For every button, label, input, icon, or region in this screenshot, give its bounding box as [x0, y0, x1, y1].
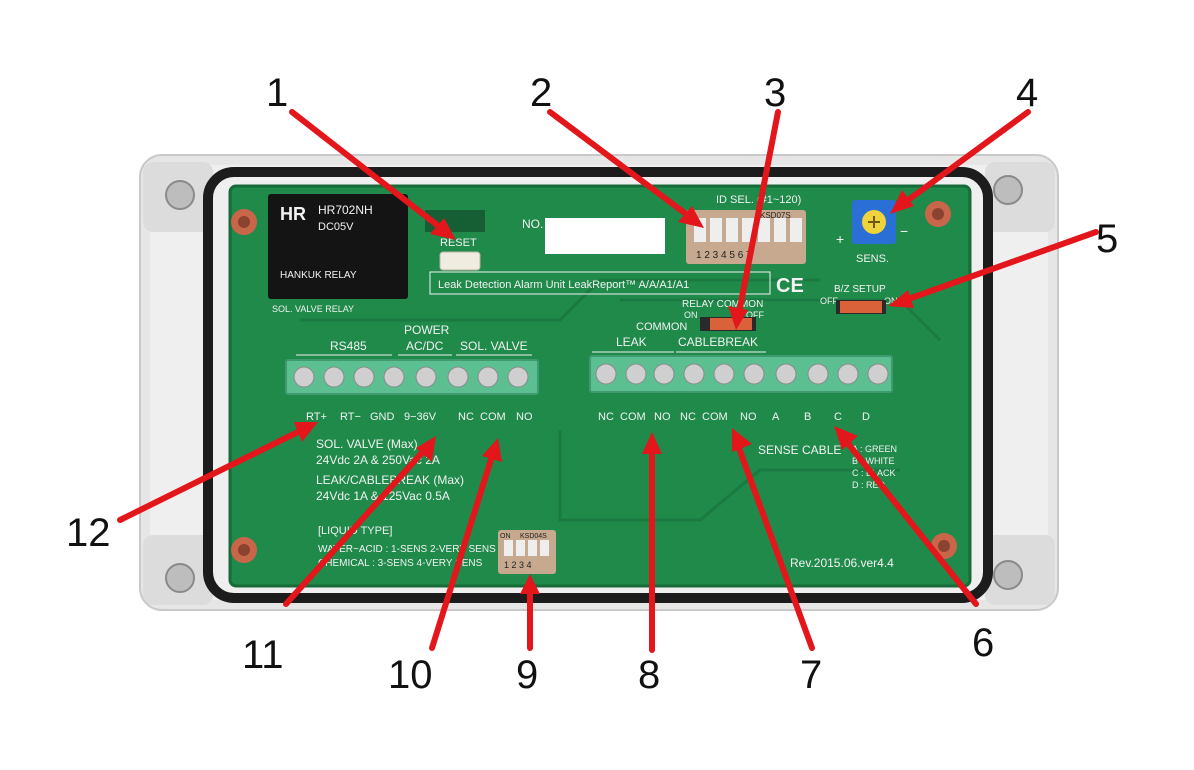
relay-common-on: ON — [684, 310, 698, 320]
arrow-8 — [642, 432, 662, 653]
leak-spec-1: LEAK/CABLEBREAK (Max) — [316, 473, 464, 487]
arrow-4 — [890, 109, 1031, 214]
liquid-line-1: WATER~ACID : 1-SENS 2-VERY SENS — [318, 544, 496, 555]
term-power: 9−36V — [404, 411, 437, 423]
callout-9: 9 — [516, 653, 538, 697]
callout-5: 5 — [1096, 217, 1118, 261]
relay-common-off: OFF — [746, 310, 764, 320]
sense-cable-label: SENSE CABLE — [758, 443, 841, 457]
sensitivity-potentiometer[interactable]: + − SENS. — [836, 200, 908, 265]
sense-d: D : RED — [852, 480, 886, 490]
id-dip-numbers: 1 2 3 4 5 6 7 — [696, 250, 752, 261]
term-gnd: GND — [370, 411, 395, 423]
bz-setup-switch[interactable]: B/Z SETUP OFF ON — [820, 284, 898, 314]
term-rt-minus: RT− — [340, 411, 361, 423]
term-leak-no: NO — [654, 411, 671, 423]
serial-no-label: NO. — [522, 217, 543, 231]
relay-maker: HANKUK RELAY — [280, 270, 357, 281]
liquid-type-dip-switch[interactable]: ON KSD04S 1 2 3 4 — [498, 530, 556, 574]
terminal-headers: RS485 POWER AC/DC SOL. VALVE COMMON LEAK… — [296, 321, 766, 356]
callout-10: 10 — [388, 653, 433, 697]
arrow-7 — [732, 428, 815, 651]
term-leak-nc: NC — [598, 411, 614, 423]
screw-icon — [165, 175, 1023, 593]
product-title-box: Leak Detection Alarm Unit LeakReport™ A/… — [429, 271, 804, 297]
callout-2: 2 — [530, 71, 552, 115]
cablebreak-header: CABLEBREAK — [678, 335, 758, 349]
arrow-2 — [547, 109, 704, 228]
ce-mark: CE — [776, 275, 804, 297]
arrow-11 — [283, 436, 436, 607]
arrow-9 — [520, 574, 540, 651]
sens-minus: − — [900, 223, 908, 239]
term-cb-no: NO — [740, 411, 757, 423]
sens-label: SENS. — [856, 253, 889, 265]
id-dip-model: KSD07S — [760, 211, 791, 220]
callout-4: 4 — [1016, 71, 1038, 115]
callout-12: 12 — [66, 511, 111, 555]
callout-11: 11 — [242, 633, 284, 677]
term-sol-no: NO — [516, 411, 533, 423]
revision-label: Rev.2015.06.ver4.4 — [790, 556, 894, 570]
bz-off: OFF — [820, 296, 838, 306]
term-cb-nc: NC — [680, 411, 696, 423]
arrow-6 — [834, 426, 979, 607]
product-title: Leak Detection Alarm Unit LeakReport™ A/… — [438, 279, 689, 291]
term-sol-nc: NC — [458, 411, 474, 423]
leak-header: LEAK — [616, 335, 647, 349]
sol-relay-label: SOL. VALVE RELAY — [272, 304, 354, 314]
terminal-block-left[interactable] — [285, 359, 539, 395]
callout-1: 1 — [266, 71, 288, 115]
term-c: C — [834, 411, 842, 423]
callout-7: 7 — [800, 653, 822, 697]
arrow-12 — [117, 422, 318, 523]
terminal-left-labels: RT+ RT− GND 9−36V NC COM NO — [306, 411, 533, 423]
bz-on: ON — [884, 296, 898, 306]
arrow-1 — [289, 109, 456, 240]
liquid-line-2: CHEMICAL : 3-SENS 4-VERY SENS — [318, 558, 483, 569]
terminal-block-right[interactable] — [589, 355, 893, 393]
sens-plus: + — [836, 231, 844, 247]
power-header: POWER — [404, 323, 450, 337]
relay-brand: HR — [280, 204, 306, 224]
callout-numbers: 1 2 3 4 5 6 7 8 9 10 11 12 — [66, 71, 1118, 697]
term-cb-com: COM — [702, 411, 728, 423]
term-d: D — [862, 411, 870, 423]
callout-3: 3 — [764, 71, 786, 115]
term-sol-com: COM — [480, 411, 506, 423]
relay-common-label: RELAY COMMON — [682, 299, 763, 310]
arrow-5 — [888, 229, 1099, 308]
serial-no-plate — [545, 218, 665, 254]
liquid-dip-on: ON — [500, 533, 511, 540]
liquid-dip-model: KSD04S — [520, 533, 547, 540]
relay-common-switch[interactable]: RELAY COMMON ON OFF — [682, 299, 764, 331]
term-leak-com: COM — [620, 411, 646, 423]
sol-valve-relay: HR HR702NH DC05V HANKUK RELAY SOL. VALVE… — [268, 194, 408, 314]
term-rt-plus: RT+ — [306, 411, 327, 423]
acdc-header: AC/DC — [406, 339, 444, 353]
reset-label: RESET — [440, 237, 477, 249]
callout-6: 6 — [972, 621, 994, 665]
solvalve-spec-1: SOL. VALVE (Max) — [316, 437, 418, 451]
callout-arrows — [117, 109, 1099, 653]
term-b: B — [804, 411, 811, 423]
arrow-3 — [728, 109, 781, 330]
liquid-dip-numbers: 1 2 3 4 — [504, 560, 532, 570]
common-label: COMMON — [636, 321, 687, 333]
terminal-right-labels: NC COM NO NC COM NO A B C D — [598, 411, 870, 423]
sense-a: A : GREEN — [852, 444, 897, 454]
relay-model: HR702NH — [318, 203, 373, 217]
sense-b: B : WHITE — [852, 456, 895, 466]
bz-setup-label: B/Z SETUP — [834, 284, 886, 295]
rs485-header: RS485 — [330, 339, 367, 353]
relay-voltage: DC05V — [318, 221, 354, 233]
term-a: A — [772, 411, 780, 423]
arrow-10 — [429, 438, 502, 651]
callout-8: 8 — [638, 653, 660, 697]
solvalve-header: SOL. VALVE — [460, 339, 528, 353]
